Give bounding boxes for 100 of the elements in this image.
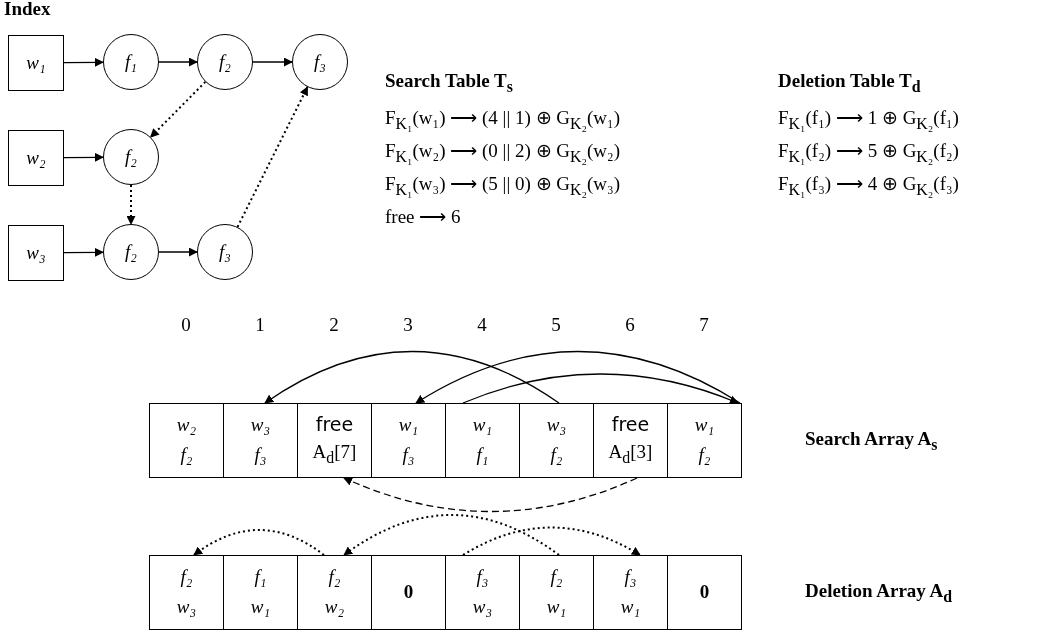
node-label: f₁ — [125, 50, 137, 74]
entry-text: w₁ — [250, 596, 271, 620]
index-number: 7 — [699, 314, 709, 336]
array-entry — [593, 403, 668, 478]
array-entry — [445, 403, 520, 478]
array-entry — [371, 403, 446, 478]
entry-text: f₁ — [254, 565, 267, 589]
node-label: f₂ — [219, 50, 231, 74]
file-node — [197, 34, 253, 90]
array-entry — [593, 555, 668, 630]
table-heading: Search Table T$_{s}$ — [385, 70, 513, 96]
table-entry: F$_{K₁}$(f₂) ⟶ 5 ⊕ G$_{K₂}$(f₂) — [778, 139, 959, 166]
zero-value: 0 — [403, 581, 414, 604]
arrow — [252, 57, 293, 67]
entry-text: w₂ — [176, 413, 197, 437]
entry-text: w₁ — [620, 596, 641, 620]
table-entry: F$_{K₁}$(f₁) ⟶ 1 ⊕ G$_{K₂}$(f₁) — [778, 106, 959, 133]
table-entry: free ⟶ 6 — [385, 205, 461, 228]
entry-text: f₃ — [254, 444, 267, 468]
arrow — [264, 350, 560, 404]
entry-text: A$_{d}$[7] — [312, 441, 357, 469]
zero-value: 0 — [699, 581, 710, 604]
keyword-node — [8, 225, 64, 281]
table-entry: F$_{K₁}$(f₃) ⟶ 4 ⊕ G$_{K₂}$(f₃) — [778, 172, 959, 199]
arrow — [415, 350, 741, 404]
index-number: 6 — [625, 314, 635, 336]
table-entry: F$_{K₁}$(w₂) ⟶ (0 || 2) ⊕ G$_{K₂}$(w₂) — [385, 139, 620, 166]
arrow — [343, 514, 560, 556]
array-entry — [371, 555, 446, 630]
node-label: f₂ — [125, 145, 137, 169]
arrow — [158, 57, 198, 67]
index-number: 3 — [403, 314, 413, 336]
file-node — [292, 34, 348, 90]
index-number: 2 — [329, 314, 339, 336]
entry-text: w₁ — [546, 596, 567, 620]
array-entry — [445, 555, 520, 630]
file-node — [103, 129, 159, 185]
entry-text: f₂ — [550, 444, 563, 468]
arrow — [63, 57, 104, 67]
array-entry — [667, 555, 742, 630]
arrow — [462, 373, 739, 405]
entry-text: w₃ — [250, 413, 271, 437]
index-number: 4 — [477, 314, 487, 336]
entry-text: f₂ — [180, 565, 193, 589]
entry-text: w₃ — [472, 596, 493, 620]
section-heading: Index — [4, 0, 51, 20]
node-label: f₂ — [125, 240, 137, 264]
array-entry — [519, 555, 594, 630]
arrow — [63, 152, 104, 162]
node-label: f₃ — [314, 50, 326, 74]
arrow — [63, 247, 104, 257]
node-label: w₃ — [26, 241, 46, 265]
index-number: 5 — [551, 314, 561, 336]
arrow — [343, 477, 638, 513]
array-entry — [223, 403, 298, 478]
node-label: w₂ — [26, 146, 46, 170]
entry-text: w₃ — [546, 413, 567, 437]
entry-text: w₃ — [176, 596, 197, 620]
entry-text: w₁ — [694, 413, 715, 437]
index-number: 0 — [181, 314, 191, 336]
array-entry — [667, 403, 742, 478]
node-label: w₁ — [26, 51, 46, 75]
array-entry — [149, 555, 224, 630]
entry-text: w₁ — [472, 413, 493, 437]
array-entry — [519, 403, 594, 478]
entry-text: free — [611, 412, 650, 436]
node-label: f₃ — [219, 240, 231, 264]
array-entry — [297, 555, 372, 630]
entry-text: w₁ — [398, 413, 419, 437]
entry-text: f₂ — [698, 444, 711, 468]
array-title: Search Array A$_{s}$ — [805, 428, 938, 454]
arrow — [193, 529, 325, 556]
table-entry: F$_{K₁}$(w₃) ⟶ (5 || 0) ⊕ G$_{K₂}$(w₃) — [385, 172, 620, 199]
entry-text: f₁ — [476, 444, 489, 468]
array-entry — [223, 555, 298, 630]
array-entry — [297, 403, 372, 478]
arrow — [158, 247, 198, 257]
arrow — [149, 80, 207, 139]
entry-text: w₂ — [324, 596, 345, 620]
entry-text: f₃ — [402, 444, 415, 468]
entry-text: A$_{d}$[3] — [608, 441, 653, 469]
arrow — [236, 86, 309, 228]
entry-text: f₃ — [624, 565, 637, 589]
entry-text: f₂ — [328, 565, 341, 589]
index-number: 1 — [255, 314, 265, 336]
arrow — [126, 184, 136, 225]
file-node — [103, 34, 159, 90]
entry-text: f₂ — [550, 565, 563, 589]
file-node — [103, 224, 159, 280]
arrow — [462, 526, 641, 556]
table-entry: F$_{K₁}$(w₁) ⟶ (4 || 1) ⊕ G$_{K₂}$(w₁) — [385, 106, 620, 133]
keyword-node — [8, 35, 64, 91]
array-entry — [149, 403, 224, 478]
array-title: Deletion Array A$_{d}$ — [805, 580, 953, 606]
entry-text: f₃ — [476, 565, 489, 589]
table-heading: Deletion Table T$_{d}$ — [778, 70, 921, 96]
entry-text: free — [315, 412, 354, 436]
entry-text: f₂ — [180, 444, 193, 468]
file-node — [197, 224, 253, 280]
keyword-node — [8, 130, 64, 186]
